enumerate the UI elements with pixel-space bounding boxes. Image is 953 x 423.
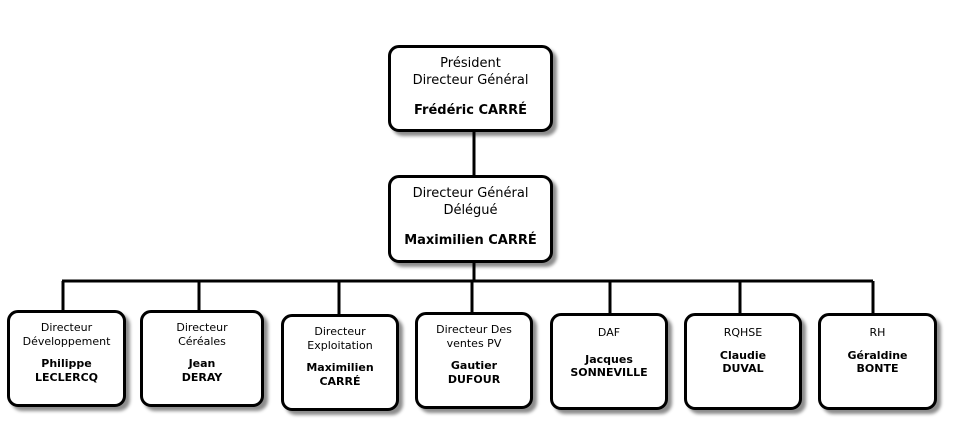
director-name: Jacques SONNEVILLE (570, 352, 648, 380)
ceo-role: Président Directeur Général (412, 56, 529, 88)
director-role: RQHSE (723, 326, 763, 339)
director-name: Claudie DUVAL (719, 348, 767, 376)
deputy-role: Directeur Général Délégué (412, 186, 529, 218)
deputy-name: Maximilien CARRÉ (404, 232, 537, 248)
ceo-name: Frédéric CARRÉ (413, 102, 527, 118)
director-box-cereales: Directeur Céréales Jean DERAY (140, 310, 264, 407)
director-role: RH (869, 326, 886, 339)
director-name: Maximilien CARRÉ (306, 361, 374, 388)
director-role: Directeur Céréales (176, 321, 228, 348)
director-box-daf: DAF Jacques SONNEVILLE (550, 313, 668, 410)
director-role: Directeur Développement (22, 321, 111, 348)
director-box-rh: RH Géraldine BONTE (818, 313, 937, 410)
director-role: DAF (597, 326, 621, 339)
director-name: Philippe LECLERCQ (34, 357, 98, 384)
director-box-exploitation: Directeur Exploitation Maximilien CARRÉ (281, 314, 399, 411)
director-name: Gautier DUFOUR (447, 359, 501, 386)
director-name: Géraldine BONTE (847, 348, 908, 376)
director-box-developpement: Directeur Développement Philippe LECLERC… (7, 310, 126, 407)
director-box-rqhse: RQHSE Claudie DUVAL (684, 313, 802, 410)
deputy-box: Directeur Général Délégué Maximilien CAR… (388, 175, 553, 263)
director-role: Directeur Exploitation (307, 325, 373, 352)
director-role: Directeur Des ventes PV (436, 323, 512, 350)
director-name: Jean DERAY (181, 357, 223, 384)
ceo-box: Président Directeur Général Frédéric CAR… (388, 45, 553, 132)
director-box-ventes-pv: Directeur Des ventes PV Gautier DUFOUR (415, 312, 533, 409)
